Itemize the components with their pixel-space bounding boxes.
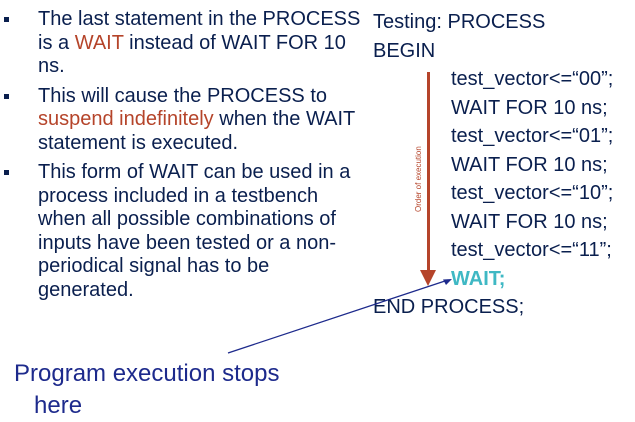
code-line: test_vector<=“11”; [451, 239, 612, 261]
bullet-text: instead of WAIT FOR 10 ns. [38, 31, 346, 78]
bullet-marker [4, 170, 9, 175]
code-line: WAIT FOR 10 ns; [451, 96, 608, 119]
code-header: Testing: PROCESS [373, 11, 546, 33]
bullet-text: This form of WAIT can be used in a proce… [38, 161, 351, 301]
execution-arrow-shaft [427, 72, 430, 272]
bullet-item: The last statement in the PROCESS is a W… [4, 8, 364, 79]
bullet-highlight: suspend indefinitely [38, 108, 214, 130]
bullet-text: The last statement in the PROCESS is a [38, 8, 361, 54]
final-wait-statement: WAIT; [451, 267, 506, 290]
bullet-marker [4, 93, 9, 99]
code-end: END PROCESS; [373, 296, 525, 318]
callout-pointer-arrowhead-icon [443, 279, 452, 285]
bullet-marker [4, 17, 9, 22]
bullet-list: The last statement in the PROCESS is a W… [4, 8, 364, 308]
callout-line-2: here [34, 392, 83, 419]
bullet-item: This will cause the PROCESS to suspend i… [4, 85, 364, 156]
code-line: test_vector<=“01”; [451, 125, 614, 147]
code-begin: BEGIN [373, 39, 436, 62]
execution-arrow-head-icon [420, 270, 436, 286]
code-line: WAIT FOR 10 ns; [451, 210, 608, 233]
code-line: test_vector<=“10”; [451, 182, 614, 204]
code-block: Testing: PROCESS BEGIN test_vector<=“00”… [373, 8, 613, 322]
callout-pointer-line [227, 279, 449, 354]
bullet-item: This form of WAIT can be used in a proce… [4, 161, 364, 302]
bullet-text: when the WAIT statement is executed. [38, 108, 355, 154]
code-line: test_vector<=“00”; [451, 68, 614, 90]
bullet-highlight: WAIT [74, 31, 124, 54]
code-line: WAIT FOR 10 ns; [451, 153, 608, 176]
callout-line-1: Program execution stops [14, 360, 280, 387]
bullet-text: This will cause the PROCESS to [38, 84, 327, 107]
callout-text: Program execution stops here [14, 358, 279, 422]
